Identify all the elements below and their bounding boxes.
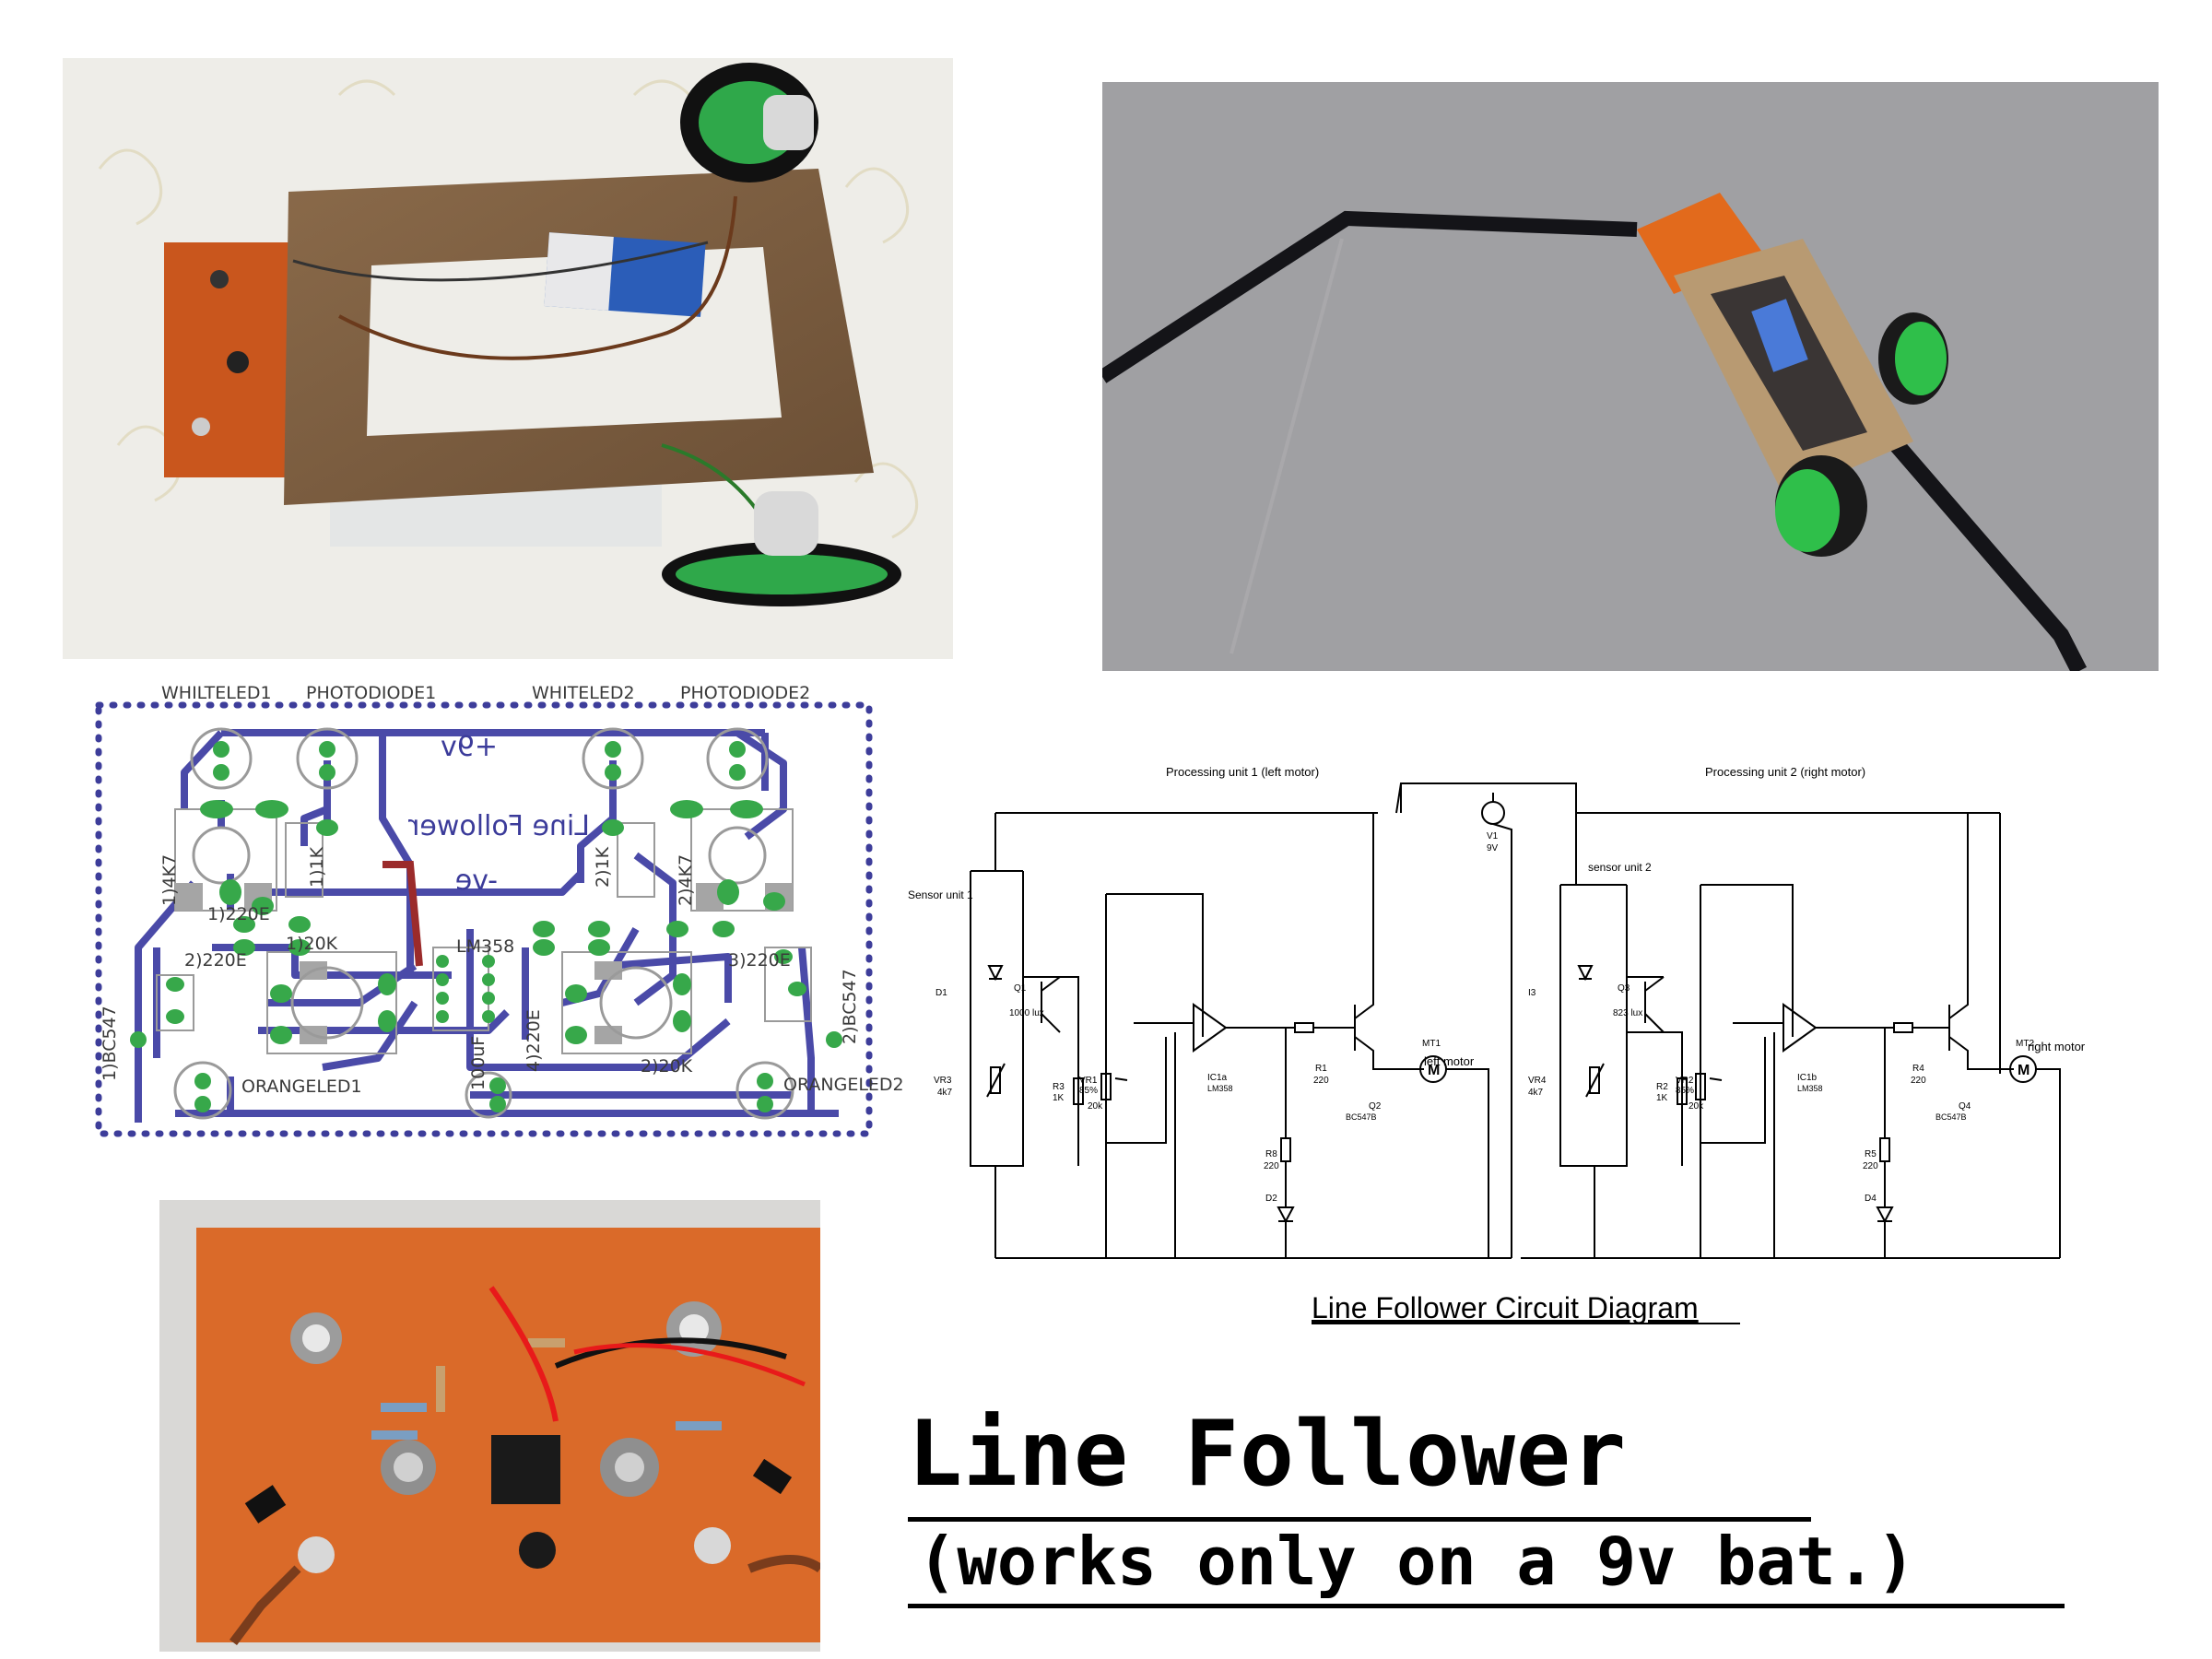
pcb-label-100uf: 100uF [468, 1036, 488, 1090]
label-vr1: VR1 [1079, 1076, 1098, 1086]
pcb-label-orangeled1: ORANGELED1 [241, 1077, 362, 1097]
pcb-label-bc547-1: 1)BC547 [100, 1006, 120, 1081]
subtitle-underline [908, 1604, 2065, 1608]
label-r4: R4 [1912, 1064, 1924, 1074]
label-r2-val: 1K [1656, 1093, 1668, 1103]
label-q1-val: 1000 lux [1009, 1008, 1044, 1018]
pcb-label-r220e-4: 4)220E [524, 1009, 544, 1072]
pcb-title-mirrored: Line Follower [407, 810, 590, 842]
svg-text:M: M [1428, 1063, 1440, 1078]
label-right-motor: right motor [2028, 1040, 2086, 1053]
label-q4: Q4 [1959, 1101, 1971, 1112]
label-vr1-val: 20k [1088, 1101, 1103, 1112]
svg-text:M: M [2018, 1063, 2030, 1078]
label-q3-val: 823 lux [1613, 1008, 1642, 1018]
label-q1: Q1 [1014, 983, 1027, 994]
pcb-label-photodiode2: PHOTODIODE2 [680, 683, 810, 703]
pcb-label-lm358: LM358 [456, 936, 514, 957]
pcb-label-r4k7-1: 1)4K7 [159, 854, 180, 906]
label-r5: R5 [1865, 1149, 1877, 1159]
label-d1: D1 [935, 988, 947, 998]
label-r1-val: 220 [1313, 1076, 1329, 1086]
label-v1-val: 9V [1487, 843, 1499, 853]
label-r2: R2 [1656, 1082, 1668, 1092]
label-q4-val: BC547B [1936, 1112, 1967, 1122]
label-ic1b: IC1b [1797, 1073, 1818, 1083]
robot-on-track-photo [1102, 82, 2159, 671]
label-r8-val: 220 [1264, 1161, 1279, 1171]
label-sensor-unit-2: sensor unit 2 [1588, 861, 1652, 874]
pcb-label-minus-ve: -ve [455, 865, 498, 897]
pcb-layout-diagram: WHILTELED1 PHOTODIODE1 WHITELED2 PHOTODI… [83, 671, 912, 1150]
label-vr4: VR4 [1528, 1076, 1547, 1086]
label-v1: V1 [1487, 831, 1499, 841]
label-mt2: MT2 [2016, 1039, 2034, 1049]
pcb-label-r4k7-2: 2)4K7 [676, 854, 696, 906]
pcb-label-whiteled2: WHITELED2 [532, 683, 635, 703]
label-r4-val: 220 [1911, 1076, 1926, 1086]
pcb-label-bc547-2: 2)BC547 [840, 969, 860, 1044]
label-r8: R8 [1265, 1149, 1277, 1159]
pcb-label-r220e-3: 3)220E [728, 950, 791, 971]
label-vr1-pct: 85% [1079, 1086, 1098, 1096]
label-r3: R3 [1053, 1082, 1065, 1092]
circuit-schematic: M M Processing unit 1 (left motor) Proce… [899, 756, 2106, 1336]
subtitle: (works only on a 9v bat.) [917, 1523, 1916, 1600]
label-d2: D2 [1265, 1194, 1277, 1204]
label-vr2-val: 20k [1688, 1101, 1704, 1112]
label-d3: I3 [1528, 988, 1536, 998]
label-sensor-unit-1: Sensor unit 1 [908, 888, 973, 901]
label-d4: D4 [1865, 1194, 1877, 1204]
label-vr2: VR2 [1676, 1076, 1694, 1086]
schematic-caption: Line Follower Circuit Diagram [1312, 1291, 1699, 1324]
main-title-underline [908, 1517, 1811, 1522]
label-proc-unit-2: Processing unit 2 (right motor) [1705, 765, 1865, 779]
pcb-label-photodiode1: PHOTODIODE1 [306, 683, 436, 703]
label-q2: Q2 [1369, 1101, 1382, 1112]
label-proc-unit-1: Processing unit 1 (left motor) [1166, 765, 1319, 779]
label-mt1: MT1 [1422, 1039, 1441, 1049]
label-ic1a-val: LM358 [1207, 1084, 1233, 1093]
pcb-label-orangeled2: ORANGELED2 [783, 1075, 904, 1095]
label-q2-val: BC547B [1346, 1112, 1377, 1122]
robot-chassis-photo [63, 58, 953, 659]
pcb-label-r220e-1: 1)220E [207, 904, 270, 924]
assembled-pcb-photo [159, 1200, 820, 1652]
label-ic1a: IC1a [1207, 1073, 1228, 1083]
label-vr3: VR3 [934, 1076, 952, 1086]
pcb-label-r1k-2: 2)1K [593, 846, 613, 888]
label-r1: R1 [1315, 1064, 1327, 1074]
pcb-label-r1k-1: 1)1K [307, 846, 327, 888]
label-r3-val: 1K [1053, 1093, 1065, 1103]
label-q3: Q3 [1618, 983, 1630, 994]
label-vr3-val: 4k7 [937, 1088, 953, 1098]
label-vr4-val: 4k7 [1528, 1088, 1544, 1098]
label-left-motor: left motor [1424, 1054, 1475, 1068]
label-r5-val: 220 [1863, 1161, 1878, 1171]
pcb-label-r220e-2: 2)220E [184, 950, 247, 971]
pcb-label-r20k-2: 2)20K [641, 1056, 693, 1077]
pcb-label-plus9v: +9v [441, 731, 498, 763]
main-title: Line Follower [908, 1402, 1628, 1507]
label-vr2-pct: 85% [1676, 1086, 1694, 1096]
pcb-label-r20k-1: 1)20K [286, 934, 338, 954]
label-ic1b-val: LM358 [1797, 1084, 1823, 1093]
pcb-label-whiteled1: WHILTELED1 [161, 683, 272, 703]
